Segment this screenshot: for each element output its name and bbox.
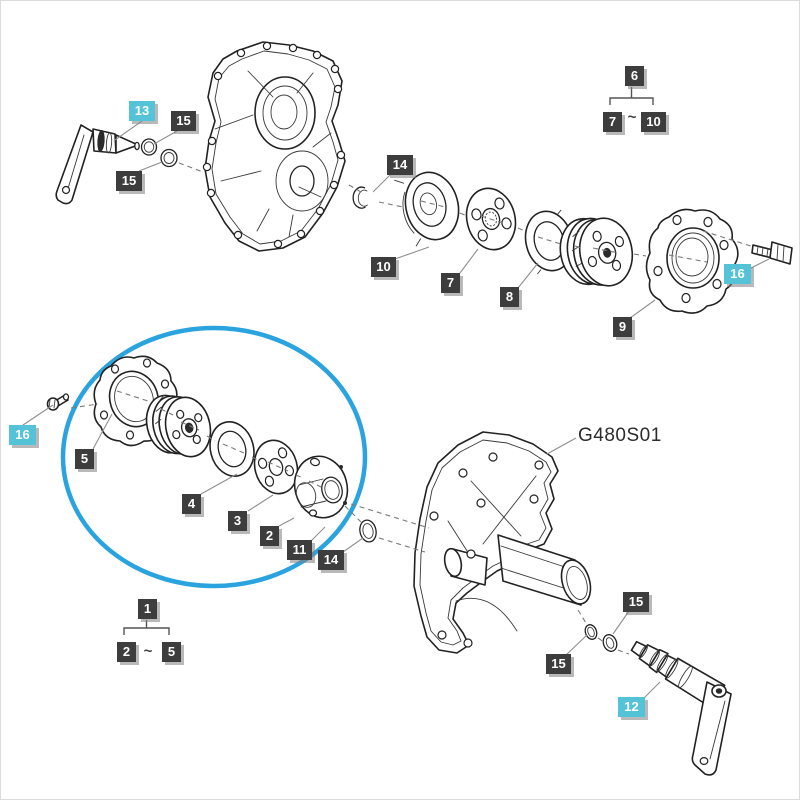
assembly-axis-dashes (70, 162, 755, 655)
o-ring (602, 634, 618, 652)
o-ring (140, 138, 158, 156)
group-brackets (123, 87, 654, 635)
callout-1: 1 (138, 599, 157, 619)
callout-13: 13 (129, 101, 155, 121)
callout-14: 14 (387, 155, 413, 175)
callout-15: 15 (623, 592, 649, 612)
leader-lines (22, 120, 770, 699)
callout-16: 16 (9, 425, 36, 445)
callout-15: 15 (171, 111, 196, 131)
range-tilde-top: ~ (627, 109, 637, 126)
callout-4: 4 (182, 494, 201, 514)
pto-lever-top (55, 124, 140, 205)
figure-code: G480S01 (578, 425, 662, 446)
callout-10-range: 10 (641, 112, 666, 132)
callout-7: 7 (441, 273, 460, 293)
callout-15: 15 (116, 171, 142, 191)
pressure-plate (394, 171, 460, 247)
range-tilde-bottom: ~ (143, 643, 153, 660)
highlight-circle (60, 325, 368, 589)
callout-9: 9 (613, 317, 632, 337)
o-ring (584, 624, 598, 640)
snap-ring (352, 186, 368, 209)
callout-15: 15 (546, 654, 571, 674)
friction-ring-small (209, 421, 255, 477)
callout-2-range: 2 (117, 642, 136, 662)
callout-12: 12 (618, 697, 645, 717)
gearbox-cover-bottom (413, 431, 592, 654)
pulley (559, 217, 634, 287)
callout-10: 10 (371, 257, 396, 277)
callout-6: 6 (625, 66, 644, 86)
o-ring (160, 148, 178, 168)
callout-16: 16 (724, 264, 751, 284)
callout-11: 11 (287, 540, 312, 560)
o-ring (359, 519, 377, 543)
callout-2: 2 (260, 526, 279, 546)
bolt-small (46, 393, 70, 411)
bolt (751, 241, 793, 265)
callout-7-range: 7 (603, 112, 622, 132)
gearbox-cover-top (202, 41, 346, 252)
callout-5-range: 5 (162, 642, 181, 662)
callout-3: 3 (228, 511, 247, 531)
bearing-flange-right (645, 208, 739, 314)
control-shaft-lever (630, 640, 732, 776)
callout-8: 8 (500, 287, 519, 307)
callout-14: 14 (318, 550, 344, 570)
clutch-disc-small (253, 439, 299, 495)
pulley-small (145, 394, 212, 458)
callout-5: 5 (75, 449, 94, 469)
